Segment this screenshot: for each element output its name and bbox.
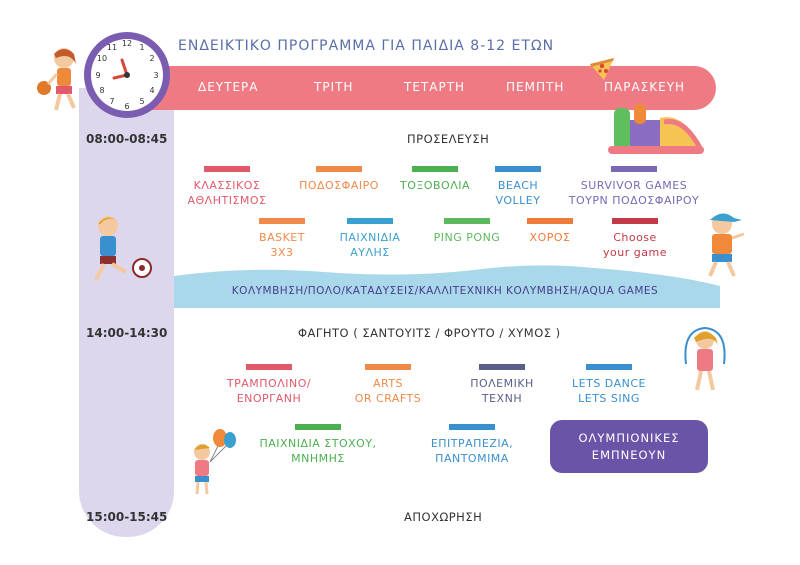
activity-color-bar [611,166,657,172]
activity-dance-sing: LETS DANCE LETS SING [554,364,664,406]
activity-arts-crafts: ARTS OR CRAFTS [338,364,438,406]
girl-basketball-icon [37,48,76,111]
arrival-heading: ΠΡΟΣΕΛΕΥΣΗ [407,132,490,146]
activity-label-line1: Choose [613,231,657,244]
activity-label-line1: ΕΠΙΤΡΑΠΕΖΙΑ, [430,437,514,450]
day-wednesday: ΤΕΤΑΡΤΗ [404,80,466,94]
activity-choose-your-game: Choose your game [592,218,678,260]
activity-color-bar [495,166,541,172]
activity-color-bar [412,166,458,172]
activity-trampoline: ΤΡΑΜΠΟΛΙΝΟ/ ΕΝΟΡΓΑΝΗ [214,364,324,406]
lunch-heading: ΦΑΓΗΤΟ ( ΣΑΝΤΟΥΙΤΣ / ΦΡΟΥΤΟ / ΧΥΜΟΣ ) [298,326,561,340]
activity-basket: BASKET 3X3 [242,218,322,260]
boy-balloons-icon [194,429,236,495]
girl-jumprope-icon [684,326,726,391]
activity-label-line1: PING PONG [433,231,501,244]
swimming-wave-band [174,265,720,308]
activity-beach-volley: BEACH VOLLEY [478,166,558,208]
svg-text:6: 6 [124,102,129,111]
activity-color-bar [246,364,292,370]
day-friday: ΠΑΡΑΣΚΕΥΗ [604,80,686,94]
activity-color-bar [316,166,362,172]
activity-label-line1: ARTS [372,377,404,390]
olympians-line2: ΕΜΠΝΕΟΥΝ [591,447,667,462]
svg-text:2: 2 [149,54,154,63]
activity-dance: ΧΟΡΟΣ [512,218,588,245]
day-tuesday: ΤΡΙΤΗ [314,80,354,94]
activity-football: ΠΟΔΟΣΦΑΙΡΟ [291,166,387,193]
bouncy-castle-icon [608,104,704,154]
olympians-line1: ΟΛΥΜΠΙΟΝΙΚΕΣ [578,430,680,445]
svg-text:11: 11 [107,43,117,52]
olympians-inspire-badge: ΟΛΥΜΠΙΟΝΙΚΕΣ ΕΜΠΝΕΟΥΝ [550,420,708,473]
activity-ping-pong: PING PONG [422,218,512,245]
activity-survivor-games: SURVIVOR GAMES ΤΟΥΡΝ ΠΟΔΟΣΦΑΙΡΟΥ [564,166,704,208]
activity-label-line2: ΑΘΛΗΤΙΣΜΟΣ [187,194,267,207]
page-title: ΕΝΔΕΙΚΤΙΚΟ ΠΡΟΓΡΑΜΜΑ ΓΙΑ ΠΑΙΔΙΑ 8-12 ΕΤΩ… [178,38,555,54]
pizza-slice-icon [590,58,614,80]
activity-label-line2: ΑΥΛΗΣ [350,246,390,259]
activity-label-line2: ΤΟΥΡΝ ΠΟΔΟΣΦΑΙΡΟΥ [568,194,700,207]
activity-label-line1: ΠΟΔΟΣΦΑΙΡΟ [299,179,379,192]
activity-color-bar [365,364,411,370]
activity-color-bar [204,166,250,172]
activity-color-bar [295,424,341,430]
time-departure: 15:00-15:45 [86,510,168,524]
svg-text:3: 3 [153,71,158,80]
activity-label-line2: OR CRAFTS [354,392,422,405]
svg-text:10: 10 [97,54,107,63]
activity-label-line1: ΧΟΡΟΣ [529,231,571,244]
activity-color-bar [259,218,305,224]
activity-label-line1: ΠΑΙΧΝΙΔΙΑ ΣΤΟΧΟΥ, [259,437,377,450]
activity-label-line2: your game [603,246,667,259]
activity-label-line1: ΤΟΞΟΒΟΛΙΑ [400,179,470,192]
time-arrival: 08:00-08:45 [86,132,168,146]
svg-text:9: 9 [95,71,100,80]
activity-label-line2: ΜΝΗΜΗΣ [291,452,345,465]
activity-label-line1: ΤΡΑΜΠΟΛΙΝΟ/ [226,377,312,390]
days-header-bar [112,66,716,110]
activity-target-memory-games: ΠΑΙΧΝΙΔΙΑ ΣΤΟΧΟΥ, ΜΝΗΜΗΣ [246,424,390,466]
day-monday: ΔΕΥΤΕΡΑ [198,80,259,94]
activity-label-line1: ΠΟΛΕΜΙΚΗ [470,377,534,390]
activity-color-bar [612,218,658,224]
svg-text:7: 7 [109,97,114,106]
activity-archery: ΤΟΞΟΒΟΛΙΑ [390,166,480,193]
svg-text:5: 5 [139,97,144,106]
activity-label-line1: SURVIVOR GAMES [580,179,688,192]
activity-label-line2: ΠΑΝΤΟΜΙΜΑ [435,452,509,465]
activity-color-bar [479,364,525,370]
boy-cap-icon [708,213,745,277]
svg-text:4: 4 [149,86,154,95]
activity-label-line1: BEACH [497,179,539,192]
day-thursday: ΠΕΜΠΤΗ [506,80,565,94]
activity-classic-sports: ΚΛΑΣΣΙΚΟΣ ΑΘΛΗΤΙΣΜΟΣ [182,166,272,208]
time-lunch: 14:00-14:30 [86,326,168,340]
activity-color-bar [527,218,573,224]
activity-color-bar [444,218,490,224]
svg-text:1: 1 [139,43,144,52]
activity-label-line1: ΠΑΙΧΝΙΔΙΑ [339,231,401,244]
activity-color-bar [347,218,393,224]
activity-label-line2: ΤΕΧΝΗ [481,392,523,405]
activity-label-line2: ΕΝΟΡΓΑΝΗ [236,392,302,405]
activity-color-bar [449,424,495,430]
departure-heading: ΑΠΟΧΩΡΗΣΗ [404,510,483,524]
activity-label-line1: LETS DANCE [572,377,646,390]
activity-label-line1: ΚΛΑΣΣΙΚΟΣ [193,179,261,192]
boy-soccer-icon [94,216,152,281]
activity-label-line1: BASKET [259,231,305,244]
activity-label-line2: VOLLEY [495,194,541,207]
swimming-activities: ΚΟΛΥΜΒΗΣΗ/ΠΟΛΟ/ΚΑΤΑΔΥΣΕΙΣ/ΚΑΛΛΙΤΕΧΝΙΚΗ Κ… [231,285,659,297]
activity-label-line2: LETS SING [578,392,640,405]
activity-label-line2: 3X3 [270,246,294,259]
activity-color-bar [586,364,632,370]
activity-martial-arts: ΠΟΛΕΜΙΚΗ ΤΕΧΝΗ [452,364,552,406]
svg-text:12: 12 [122,39,132,48]
timeline-column [79,88,174,537]
activity-board-games: ΕΠΙΤΡΑΠΕΖΙΑ, ΠΑΝΤΟΜΙΜΑ [412,424,532,466]
svg-text:8: 8 [99,86,104,95]
activity-yard-games: ΠΑΙΧΝΙΔΙΑ ΑΥΛΗΣ [325,218,415,260]
